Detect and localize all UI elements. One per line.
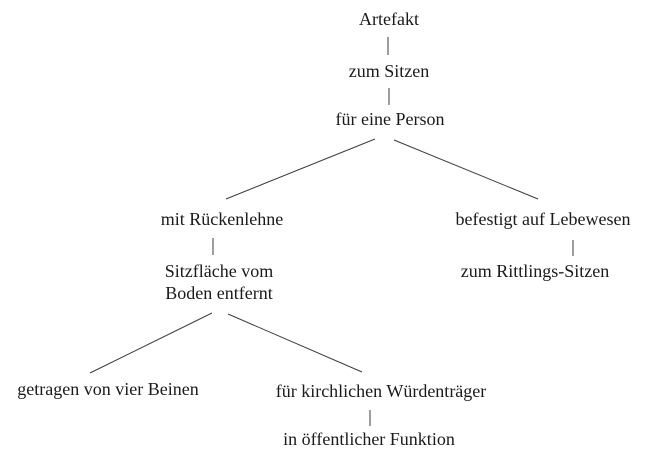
node-mit-rueckenlehne: mit Rückenlehne <box>160 209 284 229</box>
node-artefakt: Artefakt <box>359 9 419 29</box>
node-sitzflaeche-vom-boden-entfernt: Sitzfläche vom Boden entfernt <box>165 260 273 304</box>
node-fuer-eine-person: für eine Person <box>335 109 445 129</box>
node-zum-sitzen: zum Sitzen <box>348 61 430 81</box>
edge-fuer-eine-person-to-befestigt <box>393 139 539 200</box>
node-sitzflaeche-line-2: Boden entfernt <box>165 283 273 303</box>
edge-sitzflaeche-to-fuer-kirchlichen <box>227 313 363 373</box>
node-in-oeffentlicher-funktion: in öffentlicher Funktion <box>283 429 455 449</box>
node-getragen-von-vier-beinen: getragen von vier Beinen <box>17 379 199 399</box>
node-befestigt-auf-lebewesen: befestigt auf Lebewesen <box>455 209 631 229</box>
node-zum-rittlings-sitzen: zum Rittlings-Sitzen <box>460 261 610 281</box>
node-sitzflaeche-line-1: Sitzfläche vom <box>164 261 274 281</box>
edge-sitzflaeche-to-getragen <box>89 312 213 374</box>
edge-fuer-eine-person-to-mit-rueckenlehne <box>225 138 376 200</box>
node-fuer-kirchlichen-wuerdentraeger: für kirchlichen Würdenträger <box>275 381 487 401</box>
